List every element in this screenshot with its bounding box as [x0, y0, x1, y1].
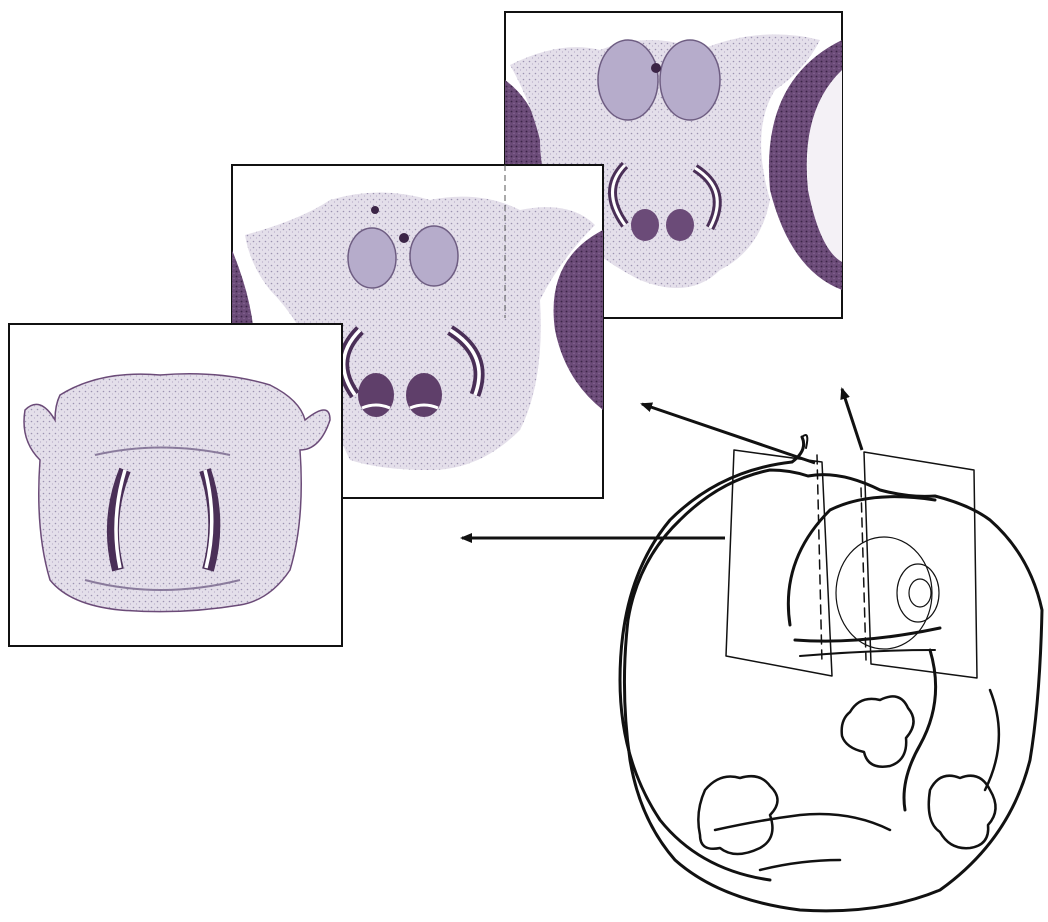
section-plane-back: [864, 452, 977, 678]
arrow-to-back-panel: [842, 389, 862, 450]
histology-panel-front: [9, 324, 342, 646]
arrow-to-middle-panel: [642, 404, 815, 463]
embryo-outline-drawing: [620, 435, 1042, 911]
